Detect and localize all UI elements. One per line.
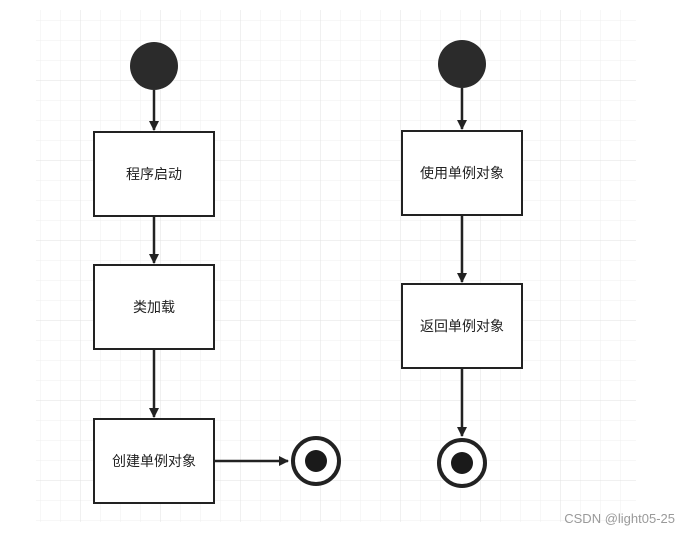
right-initial-node[interactable] [438,40,486,88]
node-return-instance[interactable]: 返回单例对象 [401,283,523,369]
node-use-instance-label: 使用单例对象 [420,165,504,182]
left-final-node[interactable] [291,436,341,486]
node-use-instance[interactable]: 使用单例对象 [401,130,523,216]
watermark: CSDN @light05-25 [564,511,675,526]
node-program-start[interactable]: 程序启动 [93,131,215,217]
left-initial-node[interactable] [130,42,178,90]
node-create-instance[interactable]: 创建单例对象 [93,418,215,504]
node-program-start-label: 程序启动 [126,167,182,183]
node-class-load[interactable]: 类加载 [93,264,215,350]
node-create-instance-label: 创建单例对象 [112,454,196,470]
right-final-node[interactable] [437,438,487,488]
node-class-load-label: 类加载 [133,300,175,316]
node-return-instance-label: 返回单例对象 [420,319,504,335]
